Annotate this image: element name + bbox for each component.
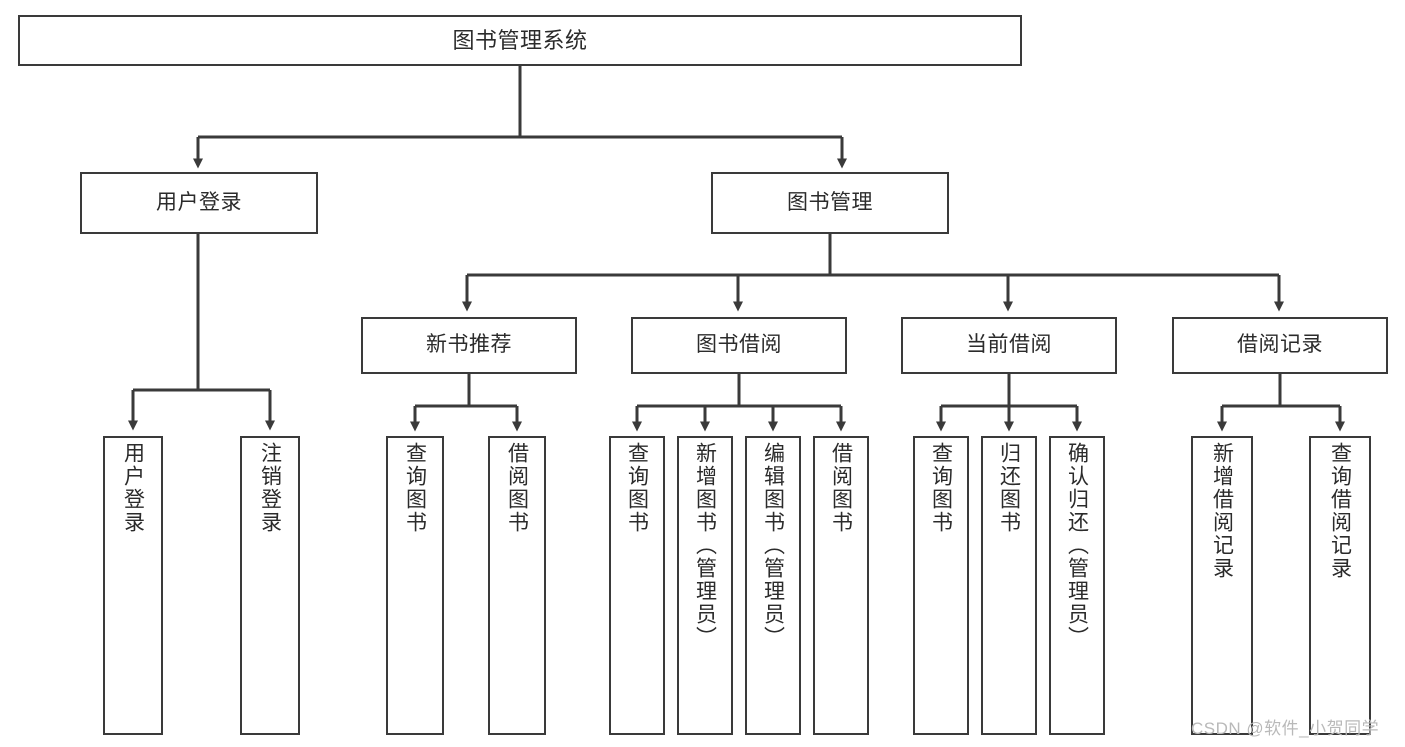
node-user-login[interactable]: 用户登录: [80, 172, 318, 234]
node-leaf-query-book-3[interactable]: 查询图书: [913, 436, 969, 735]
node-leaf-return-book-label: 归还图书: [997, 442, 1021, 534]
node-leaf-add-record[interactable]: 新增借阅记录: [1191, 436, 1253, 735]
node-book-borrow-label: 图书借阅: [696, 333, 782, 357]
node-leaf-borrow-book-2-label: 借阅图书: [829, 442, 853, 534]
node-book-borrow[interactable]: 图书借阅: [631, 317, 847, 374]
node-leaf-logout-login-label: 注销登录: [258, 442, 282, 534]
node-leaf-borrow-book-1[interactable]: 借阅图书: [488, 436, 546, 735]
node-leaf-add-record-label: 新增借阅记录: [1210, 442, 1234, 580]
node-leaf-edit-book-label: 编辑图书（管理员）: [761, 442, 785, 649]
node-borrow-record-label: 借阅记录: [1237, 333, 1323, 357]
node-new-book-recommend-label: 新书推荐: [426, 333, 512, 357]
node-leaf-query-record-label: 查询借阅记录: [1328, 442, 1352, 580]
node-leaf-query-book-2[interactable]: 查询图书: [609, 436, 665, 735]
node-leaf-query-record[interactable]: 查询借阅记录: [1309, 436, 1371, 735]
node-leaf-borrow-book-1-label: 借阅图书: [505, 442, 529, 534]
node-book-manage[interactable]: 图书管理: [711, 172, 949, 234]
node-current-borrow-label: 当前借阅: [966, 333, 1052, 357]
node-leaf-edit-book[interactable]: 编辑图书（管理员）: [745, 436, 801, 735]
node-leaf-query-book-1[interactable]: 查询图书: [386, 436, 444, 735]
node-leaf-query-book-3-label: 查询图书: [929, 442, 953, 534]
node-root[interactable]: 图书管理系统: [18, 15, 1022, 66]
node-leaf-confirm-return-label: 确认归还（管理员）: [1065, 442, 1089, 649]
node-leaf-return-book[interactable]: 归还图书: [981, 436, 1037, 735]
csdn-watermark: CSDN @软件_小贺同学: [1191, 719, 1380, 738]
node-borrow-record[interactable]: 借阅记录: [1172, 317, 1388, 374]
node-leaf-confirm-return[interactable]: 确认归还（管理员）: [1049, 436, 1105, 735]
node-user-login-label: 用户登录: [156, 190, 242, 214]
node-root-label: 图书管理系统: [452, 27, 588, 53]
node-new-book-recommend[interactable]: 新书推荐: [361, 317, 577, 374]
node-leaf-logout-login[interactable]: 注销登录: [240, 436, 300, 735]
node-leaf-user-login-label: 用户登录: [121, 442, 145, 534]
node-current-borrow[interactable]: 当前借阅: [901, 317, 1117, 374]
node-leaf-add-book[interactable]: 新增图书（管理员）: [677, 436, 733, 735]
node-leaf-borrow-book-2[interactable]: 借阅图书: [813, 436, 869, 735]
node-leaf-query-book-2-label: 查询图书: [625, 442, 649, 534]
node-leaf-user-login[interactable]: 用户登录: [103, 436, 163, 735]
node-leaf-add-book-label: 新增图书（管理员）: [693, 442, 717, 649]
node-leaf-query-book-1-label: 查询图书: [403, 442, 427, 534]
node-book-manage-label: 图书管理: [787, 190, 873, 214]
